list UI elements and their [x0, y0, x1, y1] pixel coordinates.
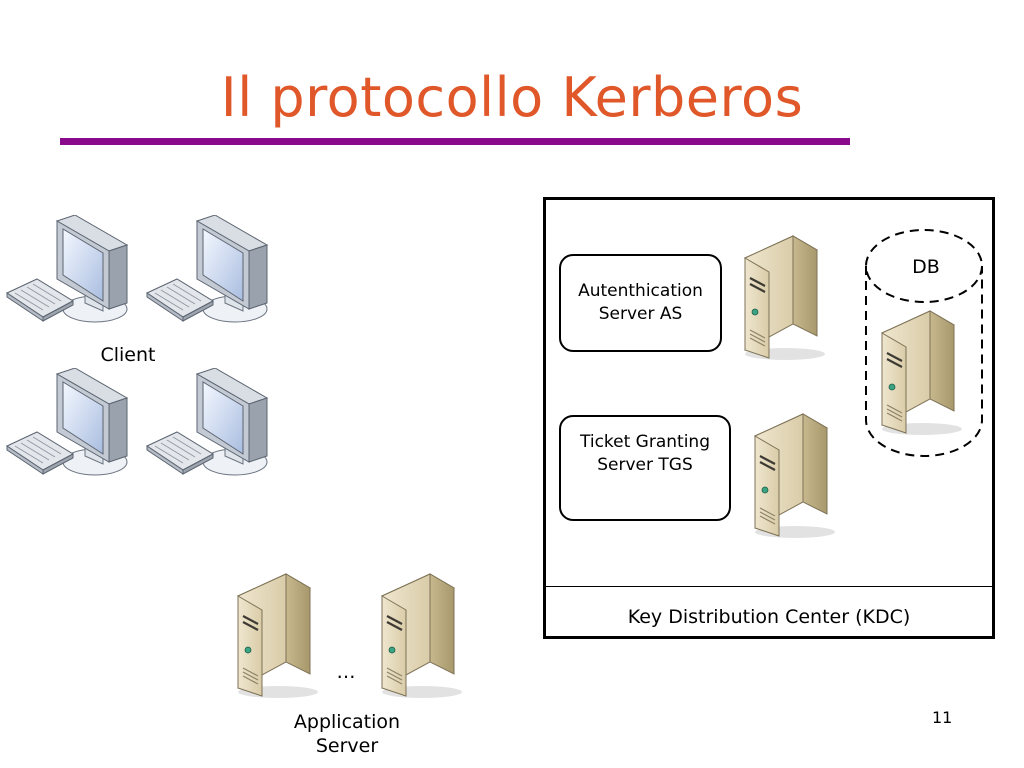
as-server-icon [735, 230, 825, 360]
slide-title: Il protocollo Kerberos [220, 66, 804, 129]
client-computer-2-icon [145, 215, 280, 330]
kdc-label: Key Distribution Center (KDC) [627, 606, 911, 628]
app-server-1-icon [228, 568, 318, 698]
as-label-line2: Server AS [598, 304, 683, 324]
tgs-server-icon [745, 408, 835, 538]
tgs-label-line2: Server TGS [597, 455, 693, 475]
db-label: DB [912, 256, 940, 278]
tgs-label-line1: Ticket Granting [579, 432, 710, 452]
app-server-label-line2: Server [315, 735, 379, 757]
client-computer-4-icon [145, 368, 280, 483]
as-label-line1: Autenthication [578, 281, 703, 301]
kdc-container: Key Distribution Center (KDC) [543, 197, 995, 639]
app-server-ellipsis: … [336, 661, 356, 683]
app-server-2-icon [372, 568, 462, 698]
page-number: 11 [932, 708, 953, 727]
kdc-divider [546, 586, 992, 587]
title-underline [60, 138, 850, 145]
client-computer-3-icon [5, 368, 140, 483]
app-server-label-line1: Application [293, 711, 401, 733]
db-server-icon [872, 305, 962, 435]
app-server-label: Application Server [272, 710, 422, 758]
as-box: Autenthication Server AS [559, 254, 722, 352]
db-cylinder [865, 229, 983, 457]
client-label: Client [100, 344, 156, 366]
client-computer-1-icon [5, 215, 140, 330]
tgs-box: Ticket Granting Server TGS [559, 415, 731, 521]
